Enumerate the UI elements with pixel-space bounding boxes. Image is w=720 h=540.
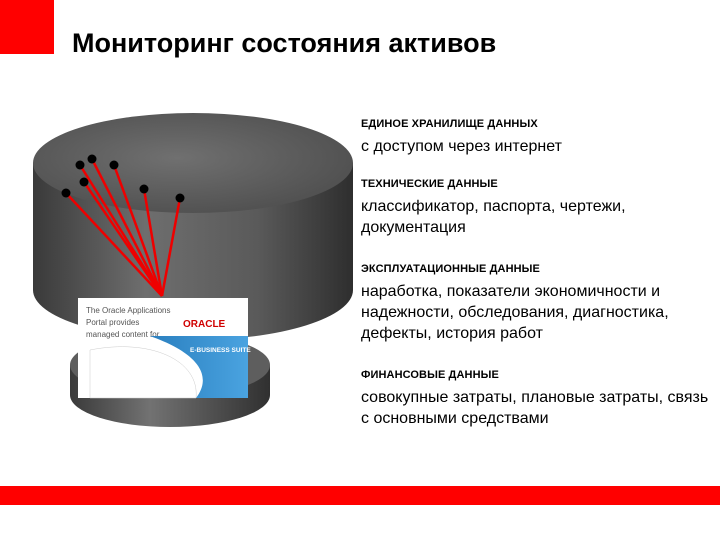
- section-heading: ЕДИНОЕ ХРАНИЛИЩЕ ДАННЫХ: [361, 118, 538, 130]
- oracle-logo: ORACLE: [183, 319, 226, 330]
- footer-red-bar: [0, 486, 720, 505]
- screen-text-line-1: The Oracle Applications: [86, 306, 171, 315]
- section-technical: ТЕХНИЧЕСКИЕ ДАННЫЕ классификатор, паспор…: [361, 178, 716, 238]
- page-title: Мониторинг состояния активов: [72, 28, 497, 58]
- screen-text-line-2: Portal provides: [86, 318, 139, 327]
- connector-lines: [65, 158, 182, 297]
- section-body: наработка, показатели экономичности и на…: [361, 283, 669, 342]
- brand-red-square: [0, 0, 54, 54]
- section-heading: ТЕХНИЧЕСКИЕ ДАННЫЕ: [361, 178, 498, 190]
- section-financial: ФИНАНСОВЫЕ ДАННЫЕ совокупные затраты, пл…: [361, 369, 716, 429]
- blue-banner: [150, 336, 248, 398]
- product-label: E-BUSINESS SUITE: [190, 347, 251, 354]
- screen-text-line-3: managed content for: [86, 330, 160, 339]
- section-body: совокупные затраты, плановые затраты, св…: [361, 389, 709, 427]
- large-database-cylinder: [33, 113, 353, 340]
- section-heading: ФИНАНСОВЫЕ ДАННЫЕ: [361, 369, 499, 381]
- section-storage: ЕДИНОЕ ХРАНИЛИЩЕ ДАННЫХ с доступом через…: [361, 118, 716, 157]
- section-body: классификатор, паспорта, чертежи, докуме…: [361, 198, 626, 236]
- portal-screenshot-card: The Oracle Applications Portal provides …: [78, 298, 251, 399]
- section-heading: ЭКСПЛУАТАЦИОННЫЕ ДАННЫЕ: [361, 263, 540, 275]
- data-point-dots: [61, 154, 185, 203]
- section-operational: ЭКСПЛУАТАЦИОННЫЕ ДАННЫЕ наработка, показ…: [361, 263, 716, 344]
- section-body: с доступом через интернет: [361, 138, 562, 155]
